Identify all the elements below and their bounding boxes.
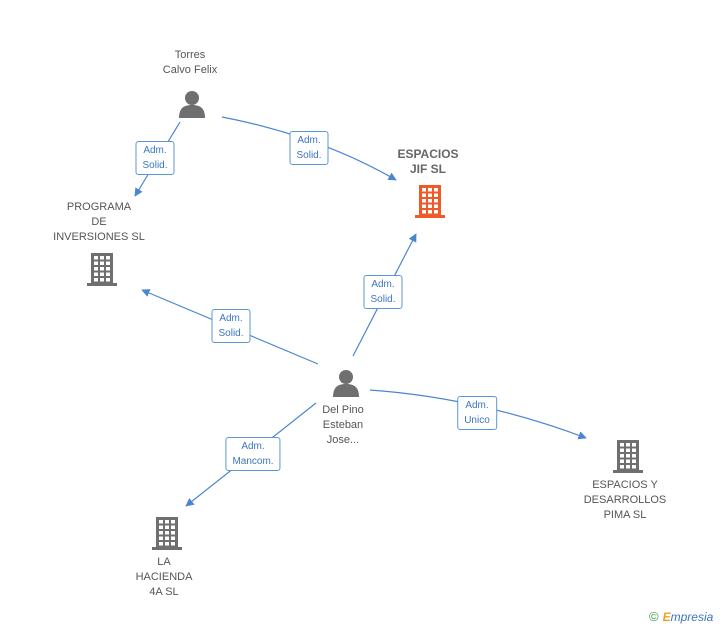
edge-label-line: Unico xyxy=(464,415,490,426)
node-label-line: ESPACIOS Y xyxy=(592,479,658,491)
person-icon[interactable] xyxy=(178,89,206,119)
copyright-symbol: © xyxy=(649,609,659,624)
edge-label-line: Adm. xyxy=(465,400,489,411)
edge-label-delpino-hacienda[interactable]: Adm. Mancom. xyxy=(225,437,281,471)
node-label-line: INVERSIONES SL xyxy=(53,231,145,243)
node-label-line: LA xyxy=(157,556,171,568)
node-label-line: ESPACIOS xyxy=(397,147,459,161)
brand-initial: E xyxy=(662,610,671,624)
node-label-programa[interactable]: PROGRAMA DE INVERSIONES SL xyxy=(53,200,145,245)
node-label-torres[interactable]: Torres Calvo Felix xyxy=(163,48,217,78)
building-icon[interactable] xyxy=(86,251,118,287)
edge-label-line: Solid. xyxy=(370,294,396,305)
node-label-line: 4A SL xyxy=(149,586,179,598)
edge-label-delpino-espacios-pima[interactable]: Adm. Unico xyxy=(457,396,497,430)
edge-label-line: Adm. xyxy=(297,135,321,146)
node-label-line: Esteban xyxy=(322,419,364,431)
edge-label-line: Solid. xyxy=(296,150,322,161)
node-label-espacios-jif[interactable]: ESPACIOS JIF SL xyxy=(397,147,458,177)
node-label-line: HACIENDA xyxy=(135,571,193,583)
person-icon[interactable] xyxy=(332,368,360,398)
building-icon[interactable] xyxy=(612,438,644,474)
edge-label-line: Solid. xyxy=(142,160,168,171)
node-label-line: PROGRAMA xyxy=(66,201,132,213)
edge-label-line: Mancom. xyxy=(232,456,274,467)
building-icon[interactable] xyxy=(151,515,183,551)
edge-label-line: Adm. xyxy=(143,145,167,156)
brand-name: mpresia xyxy=(670,610,714,624)
node-label-line: Jose... xyxy=(326,434,360,446)
edge-label-line: Adm. xyxy=(241,441,265,452)
edge-label-torres-espacios-jif[interactable]: Adm. Solid. xyxy=(289,131,329,165)
edge-label-line: Solid. xyxy=(218,328,244,339)
node-label-line: JIF SL xyxy=(409,162,446,176)
edge-label-delpino-programa[interactable]: Adm. Solid. xyxy=(211,309,251,343)
building-icon[interactable] xyxy=(414,183,446,219)
node-label-line: PIMA SL xyxy=(603,509,647,521)
edge-label-line: Adm. xyxy=(219,313,243,324)
node-label-line: Calvo Felix xyxy=(162,64,218,76)
empresia-logo: ©Empresia xyxy=(649,609,713,624)
node-label-espacios-pima[interactable]: ESPACIOS Y DESARROLLOS PIMA SL xyxy=(584,478,667,523)
edge-label-line: Adm. xyxy=(371,279,395,290)
edge-label-delpino-espacios-jif[interactable]: Adm. Solid. xyxy=(363,275,403,309)
edge-label-torres-programa[interactable]: Adm. Solid. xyxy=(135,141,175,175)
node-label-line: Del Pino xyxy=(322,404,364,416)
node-label-line: DE xyxy=(91,216,107,228)
node-label-hacienda[interactable]: LA HACIENDA 4A SL xyxy=(136,555,193,600)
node-label-delpino[interactable]: Del Pino Esteban Jose... xyxy=(322,403,364,448)
node-label-line: Torres xyxy=(174,49,206,61)
node-label-line: DESARROLLOS xyxy=(583,494,667,506)
